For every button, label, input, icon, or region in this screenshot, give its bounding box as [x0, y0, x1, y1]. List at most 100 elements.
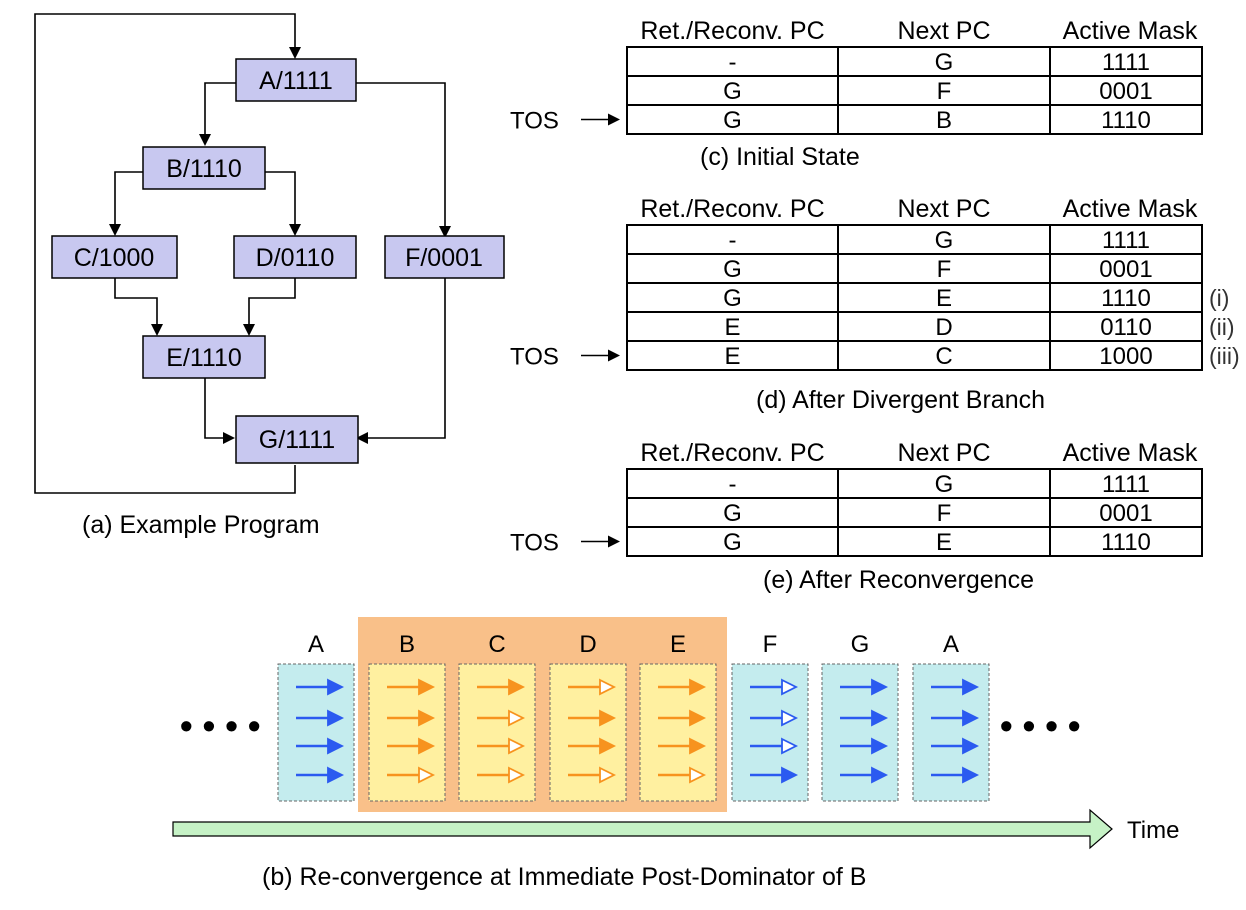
thread-inactive-arrow — [599, 678, 617, 696]
warp-box — [731, 663, 809, 802]
stack-header-next: Next PC — [897, 195, 990, 223]
cell-active-mask: 1000 — [1099, 343, 1152, 370]
node-d: D/0110 — [233, 235, 357, 279]
stack-caption: (c) Initial State — [700, 143, 860, 171]
example-program-graph: A/1111 B/1110 C/1000 D/0110 F/0001 E/111… — [34, 13, 505, 539]
thread-active-arrow — [781, 766, 799, 784]
thread-active-arrow — [508, 678, 526, 696]
cell-ret-pc: G — [723, 78, 742, 105]
thread-active-arrow — [327, 737, 345, 755]
stack-caption: (d) After Divergent Branch — [756, 386, 1045, 414]
thread-active-arrow — [871, 709, 889, 727]
tos-label: TOS — [510, 108, 559, 135]
stack-table-border — [626, 468, 1203, 557]
slot-label: E — [670, 631, 686, 658]
stack-header-mask: Active Mask — [1063, 439, 1198, 467]
thread-active-arrow — [418, 709, 436, 727]
node-c: C/1000 — [51, 235, 178, 279]
warp-slot: A — [912, 631, 990, 802]
warp-slot: E — [639, 631, 717, 802]
slot-label: C — [488, 631, 505, 658]
slot-label: A — [308, 631, 324, 658]
slot-label: F — [763, 631, 778, 658]
node-g: G/1111 — [235, 415, 359, 464]
thread-active-arrow — [418, 737, 436, 755]
edge-g-to-a-loop — [34, 13, 301, 494]
cell-active-mask: 0001 — [1099, 256, 1152, 283]
stack-header-mask: Active Mask — [1063, 17, 1198, 45]
warp-box — [821, 663, 899, 802]
program-caption: (a) Example Program — [82, 511, 320, 539]
edge-b-to-c — [109, 171, 143, 236]
tos-label: TOS — [510, 344, 559, 371]
stack-table-border — [626, 224, 1203, 371]
thread-inactive-arrow — [508, 766, 526, 784]
cell-next-pc: F — [937, 500, 952, 527]
cell-active-mask: 1110 — [1101, 107, 1151, 134]
thread-active-arrow — [871, 737, 889, 755]
stack-header-next: Next PC — [897, 439, 990, 467]
thread-active-arrow — [962, 766, 980, 784]
thread-active-arrow — [962, 709, 980, 727]
time-label: Time — [1127, 817, 1179, 844]
row-marker: (ii) — [1209, 314, 1235, 340]
thread-active-arrow — [327, 766, 345, 784]
cell-next-pc: F — [937, 78, 952, 105]
thread-inactive-arrow — [599, 766, 617, 784]
thread-active-arrow — [871, 766, 889, 784]
cell-ret-pc: - — [729, 49, 737, 76]
cell-next-pc: F — [937, 256, 952, 283]
cell-next-pc: G — [935, 471, 954, 498]
thread-active-arrow — [599, 709, 617, 727]
cell-ret-pc: - — [729, 227, 737, 254]
cell-ret-pc: G — [723, 256, 742, 283]
slot-label: D — [579, 631, 596, 658]
node-g-label: G/1111 — [259, 426, 335, 454]
edge-a-to-f — [356, 82, 451, 238]
edge-b-to-d — [265, 171, 301, 236]
stack-header-ret: Ret./Reconv. PC — [640, 439, 824, 467]
cell-active-mask: 1111 — [1102, 227, 1150, 254]
trailing-ellipsis: • • • • — [1000, 705, 1080, 746]
cell-ret-pc: E — [724, 343, 740, 370]
stack-table-border — [626, 46, 1203, 135]
thread-active-arrow — [418, 678, 436, 696]
thread-active-arrow — [327, 709, 345, 727]
node-e-label: E/1110 — [166, 344, 242, 372]
warp-box — [277, 663, 355, 802]
warp-slot: C — [458, 631, 536, 802]
cell-active-mask: 1111 — [1102, 49, 1150, 76]
cell-next-pc: D — [935, 314, 952, 341]
thread-active-arrow — [599, 737, 617, 755]
time-arrow — [172, 808, 1113, 850]
node-b-label: B/1110 — [166, 155, 242, 183]
cell-active-mask: 1111 — [1102, 471, 1150, 498]
cell-ret-pc: G — [723, 529, 742, 556]
edge-d-to-e — [243, 277, 296, 336]
cell-active-mask: 0001 — [1099, 78, 1152, 105]
node-b: B/1110 — [142, 146, 266, 190]
thread-active-arrow — [689, 678, 707, 696]
thread-active-arrow — [327, 678, 345, 696]
warp-box — [549, 663, 627, 802]
thread-inactive-arrow — [508, 709, 526, 727]
row-marker: (i) — [1209, 285, 1229, 311]
slot-label: B — [399, 631, 415, 658]
warp-box — [458, 663, 536, 802]
timeline-caption: (b) Re-convergence at Immediate Post-Dom… — [262, 863, 866, 891]
warp-slot: A — [277, 631, 355, 802]
thread-inactive-arrow — [781, 709, 799, 727]
warp-slot: G — [821, 631, 899, 802]
tos-label: TOS — [510, 530, 559, 557]
